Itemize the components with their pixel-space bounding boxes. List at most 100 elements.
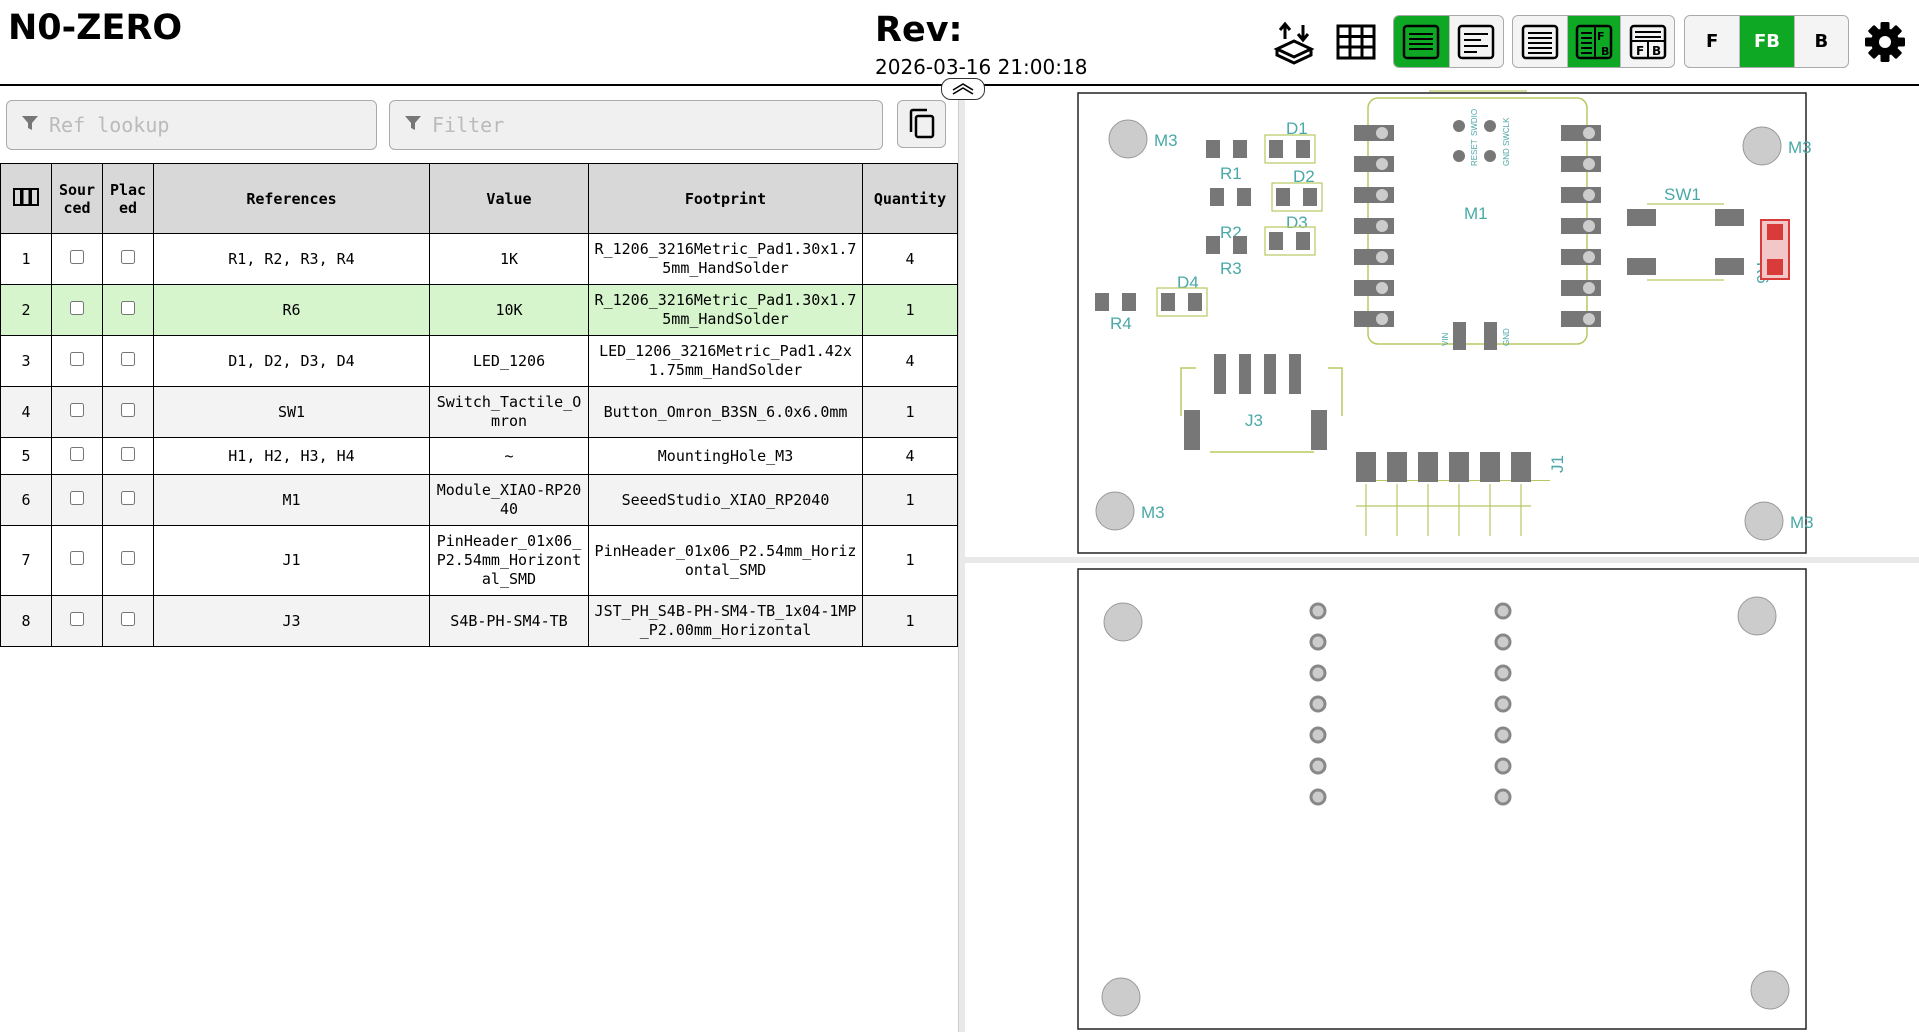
bom-grouped-button[interactable] [1394,16,1449,67]
copy-bom-button[interactable] [897,100,946,148]
sourced-checkbox[interactable] [70,446,84,461]
placed-checkbox[interactable] [121,351,135,366]
footprint-cell: JST_PH_S4B-PH-SM4-TB_1x04-1MP_P2.00mm_Ho… [588,595,863,647]
table-row[interactable]: 3 D1, D2, D3, D4 LED_1206 LED_1206_3216M… [0,335,958,387]
pad-r3-2[interactable] [1233,236,1247,254]
table-row[interactable]: 2 R6 10K R_1206_3216Metric_Pad1.30x1.75m… [0,284,958,336]
ref-lookup-box [6,100,377,150]
layer-front-back-button[interactable]: FB [1739,16,1794,67]
pad-d4-1[interactable] [1161,293,1175,311]
collapse-header-button[interactable] [941,78,985,100]
bom-only-button[interactable] [1513,16,1567,67]
mounting-hole[interactable] [1742,126,1782,166]
table-row[interactable]: 4 SW1 Switch_Tactile_Omron Button_Omron_… [0,386,958,438]
netlist-button[interactable] [1330,15,1382,68]
pad-d1-1[interactable] [1269,140,1283,158]
settings-button[interactable] [1860,15,1910,68]
module-m1[interactable]: RESET SWDIO GND SWCLK VIN GND [1354,90,1601,350]
copy-icon [909,108,934,139]
references-cell: J3 [153,595,430,647]
filter-funnel-icon [21,113,39,137]
references-header[interactable]: References [153,163,430,234]
bom-ungrouped-button[interactable] [1448,16,1504,67]
table-row[interactable]: 8 J3 S4B-PH-SM4-TB JST_PH_S4B-PH-SM4-TB_… [0,595,958,647]
through-hole-pins [1309,602,1512,806]
layer-group: F FB B [1684,15,1849,68]
filter-input[interactable] [430,112,828,138]
mounting-hole[interactable] [1108,119,1148,159]
pcb-front-canvas[interactable]: M3 M3 M3 M3 D1 R1 D2 D3 R2 R3 D4 R4 M1 S… [964,86,1919,557]
pcb-back-canvas[interactable] [964,563,1919,1032]
top-bar: N0-ZERO Rev: 2026-03-16 21:00:18 [0,0,1919,86]
placed-header[interactable]: Plac ed [102,163,154,234]
switch-sw1[interactable] [1627,203,1744,281]
sourced-header[interactable]: Sour ced [51,163,103,234]
placed-checkbox[interactable] [121,446,135,461]
chevron-up-double-icon [952,83,974,95]
pad-d3-2[interactable] [1296,232,1310,250]
svg-text:F: F [1636,44,1644,58]
sourced-checkbox[interactable] [70,611,84,626]
sourced-cell [51,386,103,438]
bom-header-row: Sour ced Plac ed References Value Footpr… [0,163,958,234]
mounting-hole[interactable] [1750,970,1790,1010]
placed-checkbox[interactable] [121,551,135,565]
bom-left-right-button[interactable]: F B [1566,16,1621,67]
connector-j1[interactable] [1356,452,1550,536]
silk-r1: R1 [1220,164,1242,183]
connector-j3[interactable] [1180,354,1343,453]
pad-d2-2[interactable] [1303,188,1317,206]
placed-checkbox[interactable] [121,611,135,626]
placed-cell [102,233,154,285]
pad-r2-2[interactable] [1237,188,1251,206]
placed-checkbox[interactable] [121,249,135,264]
sourced-checkbox[interactable] [70,300,84,315]
layer-front-button[interactable]: F [1706,31,1719,52]
table-row[interactable]: 5 H1, H2, H3, H4 ~ MountingHole_M3 4 [0,437,958,475]
mounting-hole[interactable] [1101,977,1141,1017]
value-cell: S4B-PH-SM4-TB [429,595,589,647]
quantity-cell: 4 [862,335,958,387]
value-cell: Module_XIAO-RP2040 [429,474,589,526]
pad-r1-1[interactable] [1206,140,1220,158]
mounting-hole[interactable] [1737,596,1777,636]
sourced-checkbox[interactable] [70,351,84,366]
pad-r2-1[interactable] [1210,188,1224,206]
horizontal-splitter[interactable] [964,557,1919,563]
table-row[interactable]: 6 M1 Module_XIAO-RP2040 SeeedStudio_XIAO… [0,474,958,526]
sourced-checkbox[interactable] [70,551,84,565]
mounting-hole[interactable] [1103,602,1143,642]
quantity-header[interactable]: Quantity [862,163,958,234]
sourced-checkbox[interactable] [70,490,84,505]
layer-back-button[interactable]: B [1793,16,1848,67]
sourced-checkbox[interactable] [70,249,84,264]
sourced-checkbox[interactable] [70,402,84,417]
table-row[interactable]: 1 R1, R2, R3, R4 1K R_1206_3216Metric_Pa… [0,233,958,285]
mounting-hole[interactable] [1095,491,1135,531]
placed-checkbox[interactable] [121,300,135,315]
pad-r1-2[interactable] [1233,140,1247,158]
table-row[interactable]: 7 J1 PinHeader_01x06_P2.54mm_Horizontal_… [0,525,958,596]
pad-r4-1[interactable] [1095,293,1109,311]
placed-checkbox[interactable] [121,402,135,417]
bom-top-bottom-button[interactable]: F B [1620,16,1674,67]
row-number: 1 [0,233,52,285]
vertical-splitter[interactable] [958,86,965,1032]
pad-d4-2[interactable] [1188,293,1202,311]
pad-d2-1[interactable] [1276,188,1290,206]
footprint-header[interactable]: Footprint [588,163,863,234]
ref-lookup-input[interactable] [47,112,347,138]
dnp-outline-button[interactable] [1268,15,1320,68]
pad-r3-1[interactable] [1206,236,1220,254]
resistor-r6-highlighted[interactable] [1760,219,1790,280]
value-cell: PinHeader_01x06_P2.54mm_Horizontal_SMD [429,525,589,596]
value-header[interactable]: Value [429,163,589,234]
pad-d1-2[interactable] [1296,140,1310,158]
column-settings-header[interactable] [0,163,52,234]
placed-cell [102,437,154,475]
mounting-hole[interactable] [1744,501,1784,541]
references-cell: R1, R2, R3, R4 [153,233,430,285]
pad-d3-1[interactable] [1269,232,1283,250]
pad-r4-2[interactable] [1122,293,1136,311]
placed-checkbox[interactable] [121,490,135,505]
